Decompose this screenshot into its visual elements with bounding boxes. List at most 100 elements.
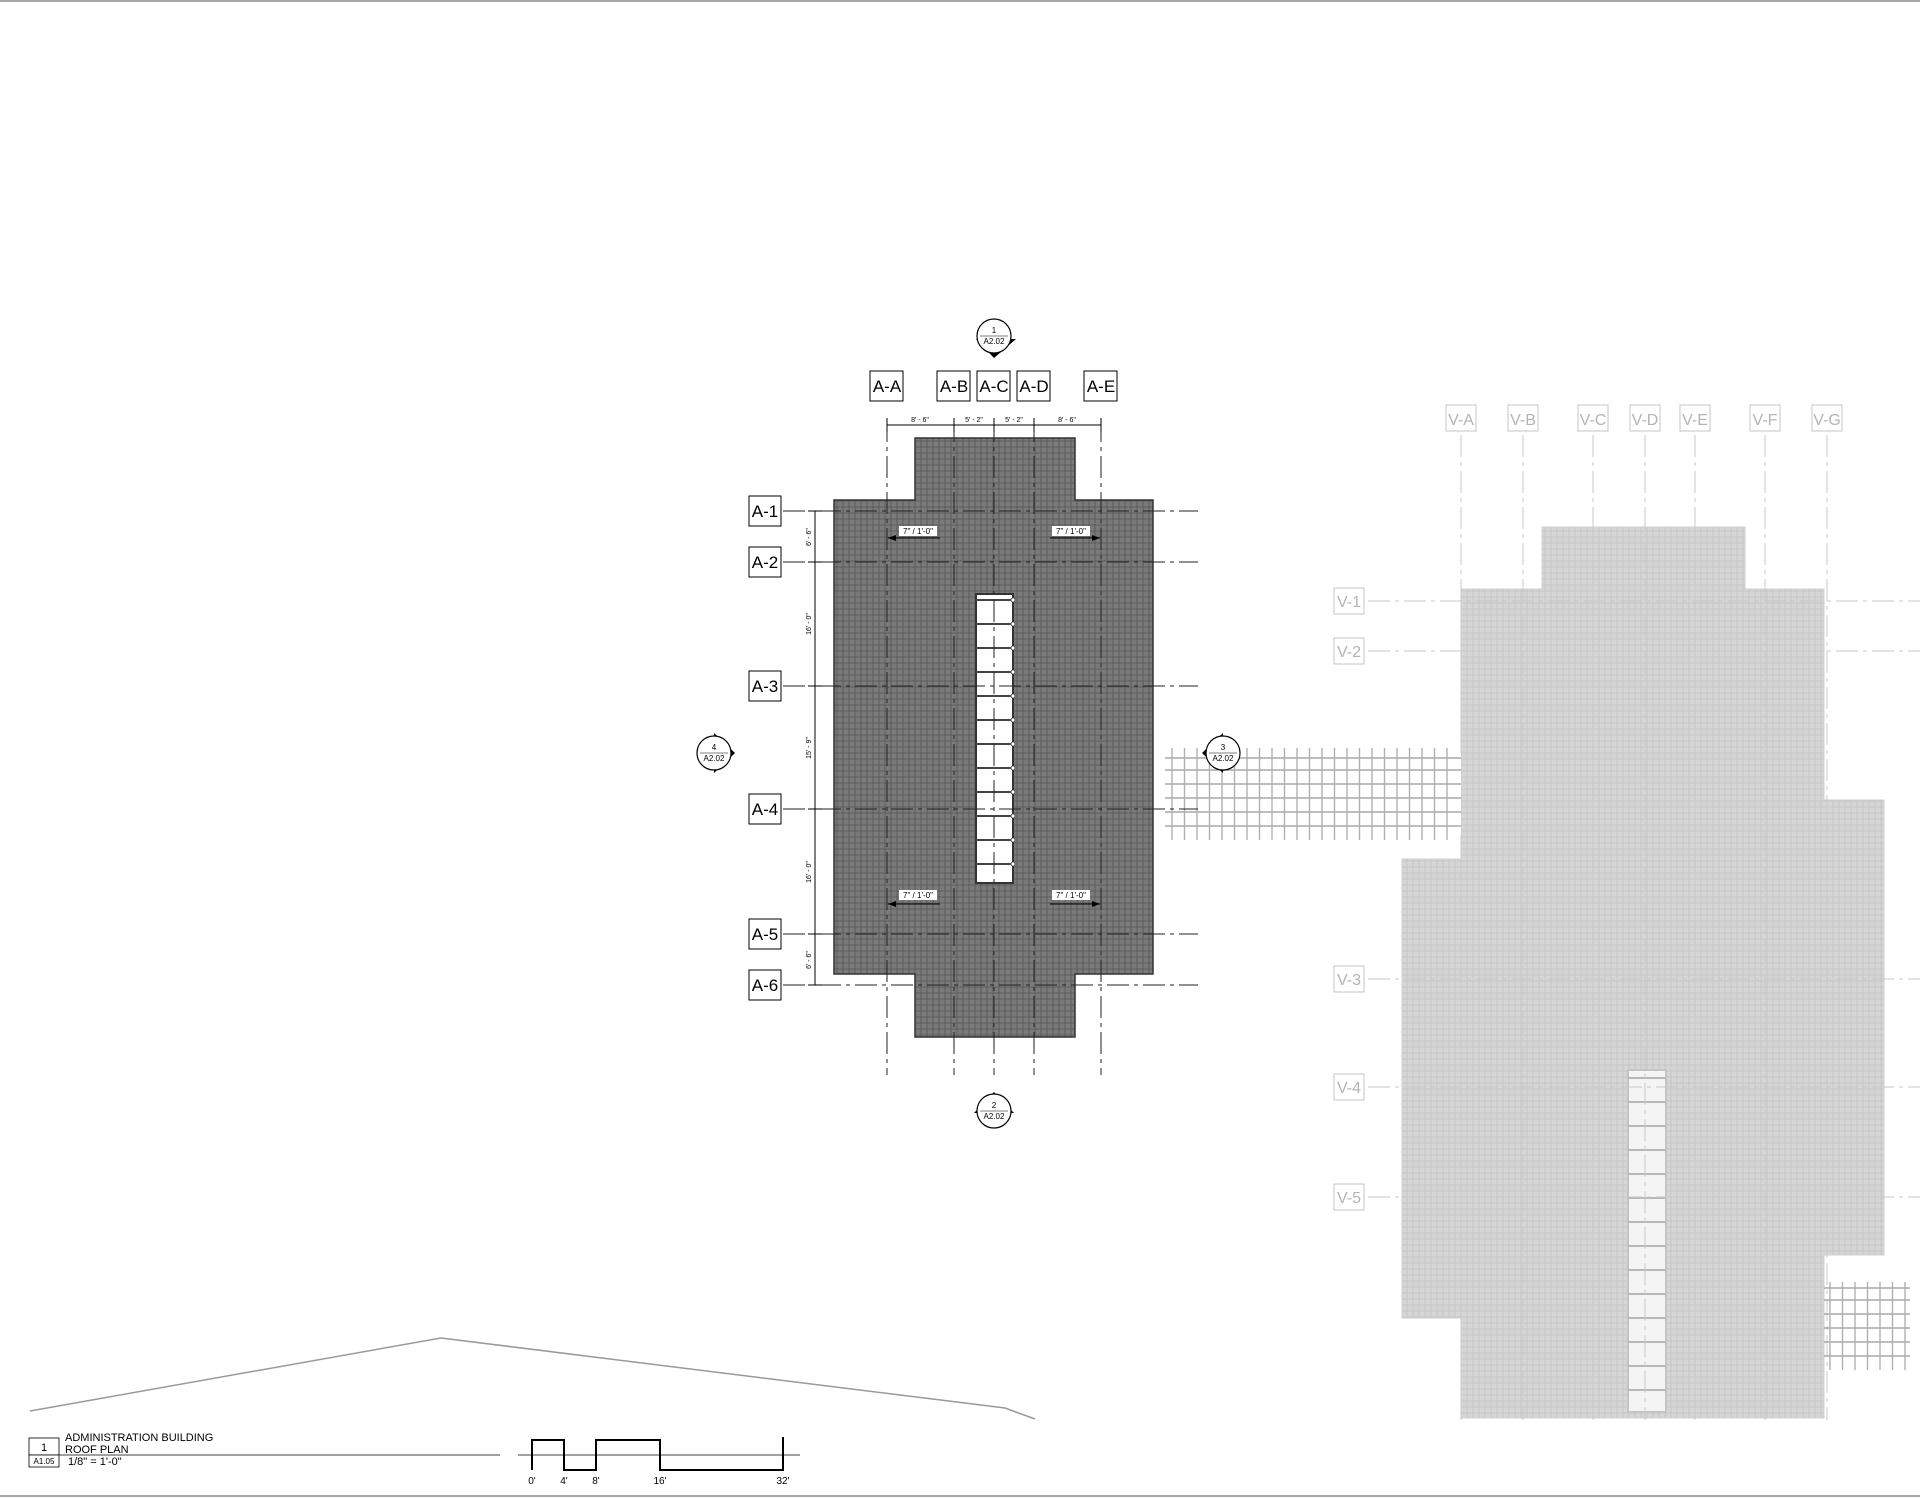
grid-row-label: A-1: [752, 502, 778, 521]
scale-label: 16': [653, 1476, 666, 1487]
grid-column-label: A-C: [979, 377, 1008, 396]
scale-label: 4': [560, 1476, 568, 1487]
skylight-rung-node: [1010, 765, 1016, 771]
visitor-skylight-rungs: [1628, 1077, 1666, 1391]
drawing-scale: 1/8" = 1'-0": [68, 1456, 122, 1468]
graphic-scale-bar: 0' 4' 8' 16' 32': [518, 1437, 800, 1487]
visitor-grid-column-label: V-D: [1632, 412, 1659, 429]
section-number: 1: [992, 326, 997, 335]
row-dimension-string: 6' - 6" 16' - 0" 15' - 9" 16' - 0" 6' - …: [806, 510, 822, 986]
visitor-grid-column-tag-v-e: V-E: [1679, 404, 1711, 432]
column-dimension: 5' - 2": [965, 417, 983, 424]
slope-label: 7" / 1'-0": [1056, 891, 1086, 900]
row-dimension: 6' - 6": [806, 951, 813, 969]
slope-arrow-top-left: 7" / 1'-0": [888, 526, 940, 541]
section-sheet: A2.02: [1213, 754, 1234, 763]
visitor-grid-column-tag-v-g: V-G: [1811, 404, 1843, 432]
grid-row-label: A-5: [752, 925, 778, 944]
visitor-building-roof: V-A V-B V-C V-D V-E V-F V-G V-1 V-2 V-3 …: [1333, 404, 1920, 1420]
visitor-grid-row-tag-v-1: V-1: [1333, 587, 1365, 615]
skylight-rung-node: [1010, 669, 1016, 675]
grid-column-tag-a-a: A-A: [869, 370, 904, 402]
visitor-grid-column-label: V-A: [1448, 412, 1474, 429]
grid-row-tag-a-6: A-6: [748, 969, 782, 1001]
visitor-grid-row-tag-v-4: V-4: [1333, 1073, 1365, 1101]
grid-row-tag-a-5: A-5: [748, 918, 782, 950]
section-marker-3: 3 A2.02: [1202, 733, 1241, 773]
slope-label: 7" / 1'-0": [1056, 527, 1086, 536]
row-dimension: 16' - 0": [806, 861, 813, 883]
drawing-sheet-ref: A1.05: [34, 1457, 55, 1466]
visitor-grid-column-tag-v-a: V-A: [1445, 404, 1477, 432]
visitor-grid-column-label: V-G: [1813, 412, 1841, 429]
section-number: 4: [712, 743, 717, 752]
visitor-grid-column-tag-v-f: V-F: [1749, 404, 1781, 432]
section-sheet: A2.02: [984, 337, 1005, 346]
scale-label: 32': [776, 1476, 789, 1487]
walkway-trellis-lower-right: [1824, 1282, 1910, 1370]
administration-building-roof: [783, 420, 1198, 1075]
visitor-grid-column-tag-v-d: V-D: [1629, 404, 1661, 432]
visitor-grid-column-label: V-E: [1682, 412, 1708, 429]
column-dimension: 5' - 2": [1005, 417, 1023, 424]
slope-arrow-bottom-right: 7" / 1'-0": [1050, 890, 1100, 907]
row-dimension: 6' - 6": [806, 528, 813, 546]
visitor-skylight: [1627, 1069, 1667, 1413]
drawing-title-line1: ADMINISTRATION BUILDING: [65, 1432, 213, 1444]
skylight-rung-node: [1010, 861, 1016, 867]
slope-arrow-bottom-left: 7" / 1'-0": [888, 890, 940, 907]
row-dimension: 16' - 0": [806, 613, 813, 635]
slope-arrow-top-right: 7" / 1'-0": [1050, 526, 1100, 541]
admin-grid-row-lines: [783, 510, 1198, 986]
visitor-grid-row-tag-v-5: V-5: [1333, 1183, 1365, 1211]
grid-row-tag-a-2: A-2: [748, 546, 782, 578]
skylight-rung-node: [1010, 645, 1016, 651]
slope-label: 7" / 1'-0": [903, 527, 933, 536]
grid-column-label: A-E: [1087, 377, 1115, 396]
visitor-grid-row-label: V-3: [1337, 972, 1361, 989]
grid-column-tag-a-d: A-D: [1016, 370, 1051, 402]
section-marker-1: 1 A2.02: [976, 318, 1016, 358]
walkway-trellis: [1165, 748, 1461, 840]
visitor-grid-row-label: V-4: [1337, 1080, 1361, 1097]
section-sheet: A2.02: [704, 754, 725, 763]
column-dimension: 8' - 6": [911, 417, 929, 424]
visitor-grid-row-label: V-5: [1337, 1190, 1361, 1207]
grid-column-tag-a-b: A-B: [936, 370, 971, 402]
visitor-grid-row-label: V-1: [1337, 594, 1361, 611]
skylight-rung-node: [1010, 717, 1016, 723]
visitor-grid-row-lines: [1368, 600, 1920, 1198]
skylight-rung-node: [1010, 741, 1016, 747]
drawing-number: 1: [41, 1442, 47, 1454]
scale-label: 8': [592, 1476, 600, 1487]
visitor-grid-column-label: V-F: [1753, 412, 1778, 429]
section-sheet: A2.02: [984, 1112, 1005, 1121]
skylight-rung-node: [1010, 597, 1016, 603]
grid-row-tag-a-4: A-4: [748, 793, 782, 825]
scale-label: 0': [528, 1476, 536, 1487]
visitor-grid-row-label: V-2: [1337, 644, 1361, 661]
skylight-rung-node: [1010, 621, 1016, 627]
section-marker-4: 4 A2.02: [696, 733, 735, 773]
grid-column-label: A-A: [873, 377, 902, 396]
grid-row-tag-a-1: A-1: [748, 495, 782, 527]
column-dimension: 8' - 6": [1058, 417, 1076, 424]
skylight-rung-node: [1010, 837, 1016, 843]
grid-column-tag-a-c: A-C: [976, 370, 1011, 402]
visitor-grid-column-label: V-C: [1580, 412, 1607, 429]
visitor-grid-row-tag-v-2: V-2: [1333, 637, 1365, 665]
grid-row-label: A-6: [752, 976, 778, 995]
slope-label: 7" / 1'-0": [903, 891, 933, 900]
site-outline-line: [29, 1337, 1036, 1420]
grid-column-tag-a-e: A-E: [1083, 370, 1118, 402]
drawing-title-line2: ROOF PLAN: [65, 1444, 129, 1456]
visitor-grid-column-lines: [1460, 435, 1828, 1420]
section-number: 2: [992, 1101, 997, 1110]
grid-row-label: A-2: [752, 553, 778, 572]
grid-column-label: A-B: [940, 377, 968, 396]
skylight-rung-node: [1010, 813, 1016, 819]
visitor-grid-column-label: V-B: [1510, 412, 1536, 429]
visitor-grid-column-tag-v-b: V-B: [1507, 404, 1539, 432]
grid-column-label: A-D: [1019, 377, 1048, 396]
